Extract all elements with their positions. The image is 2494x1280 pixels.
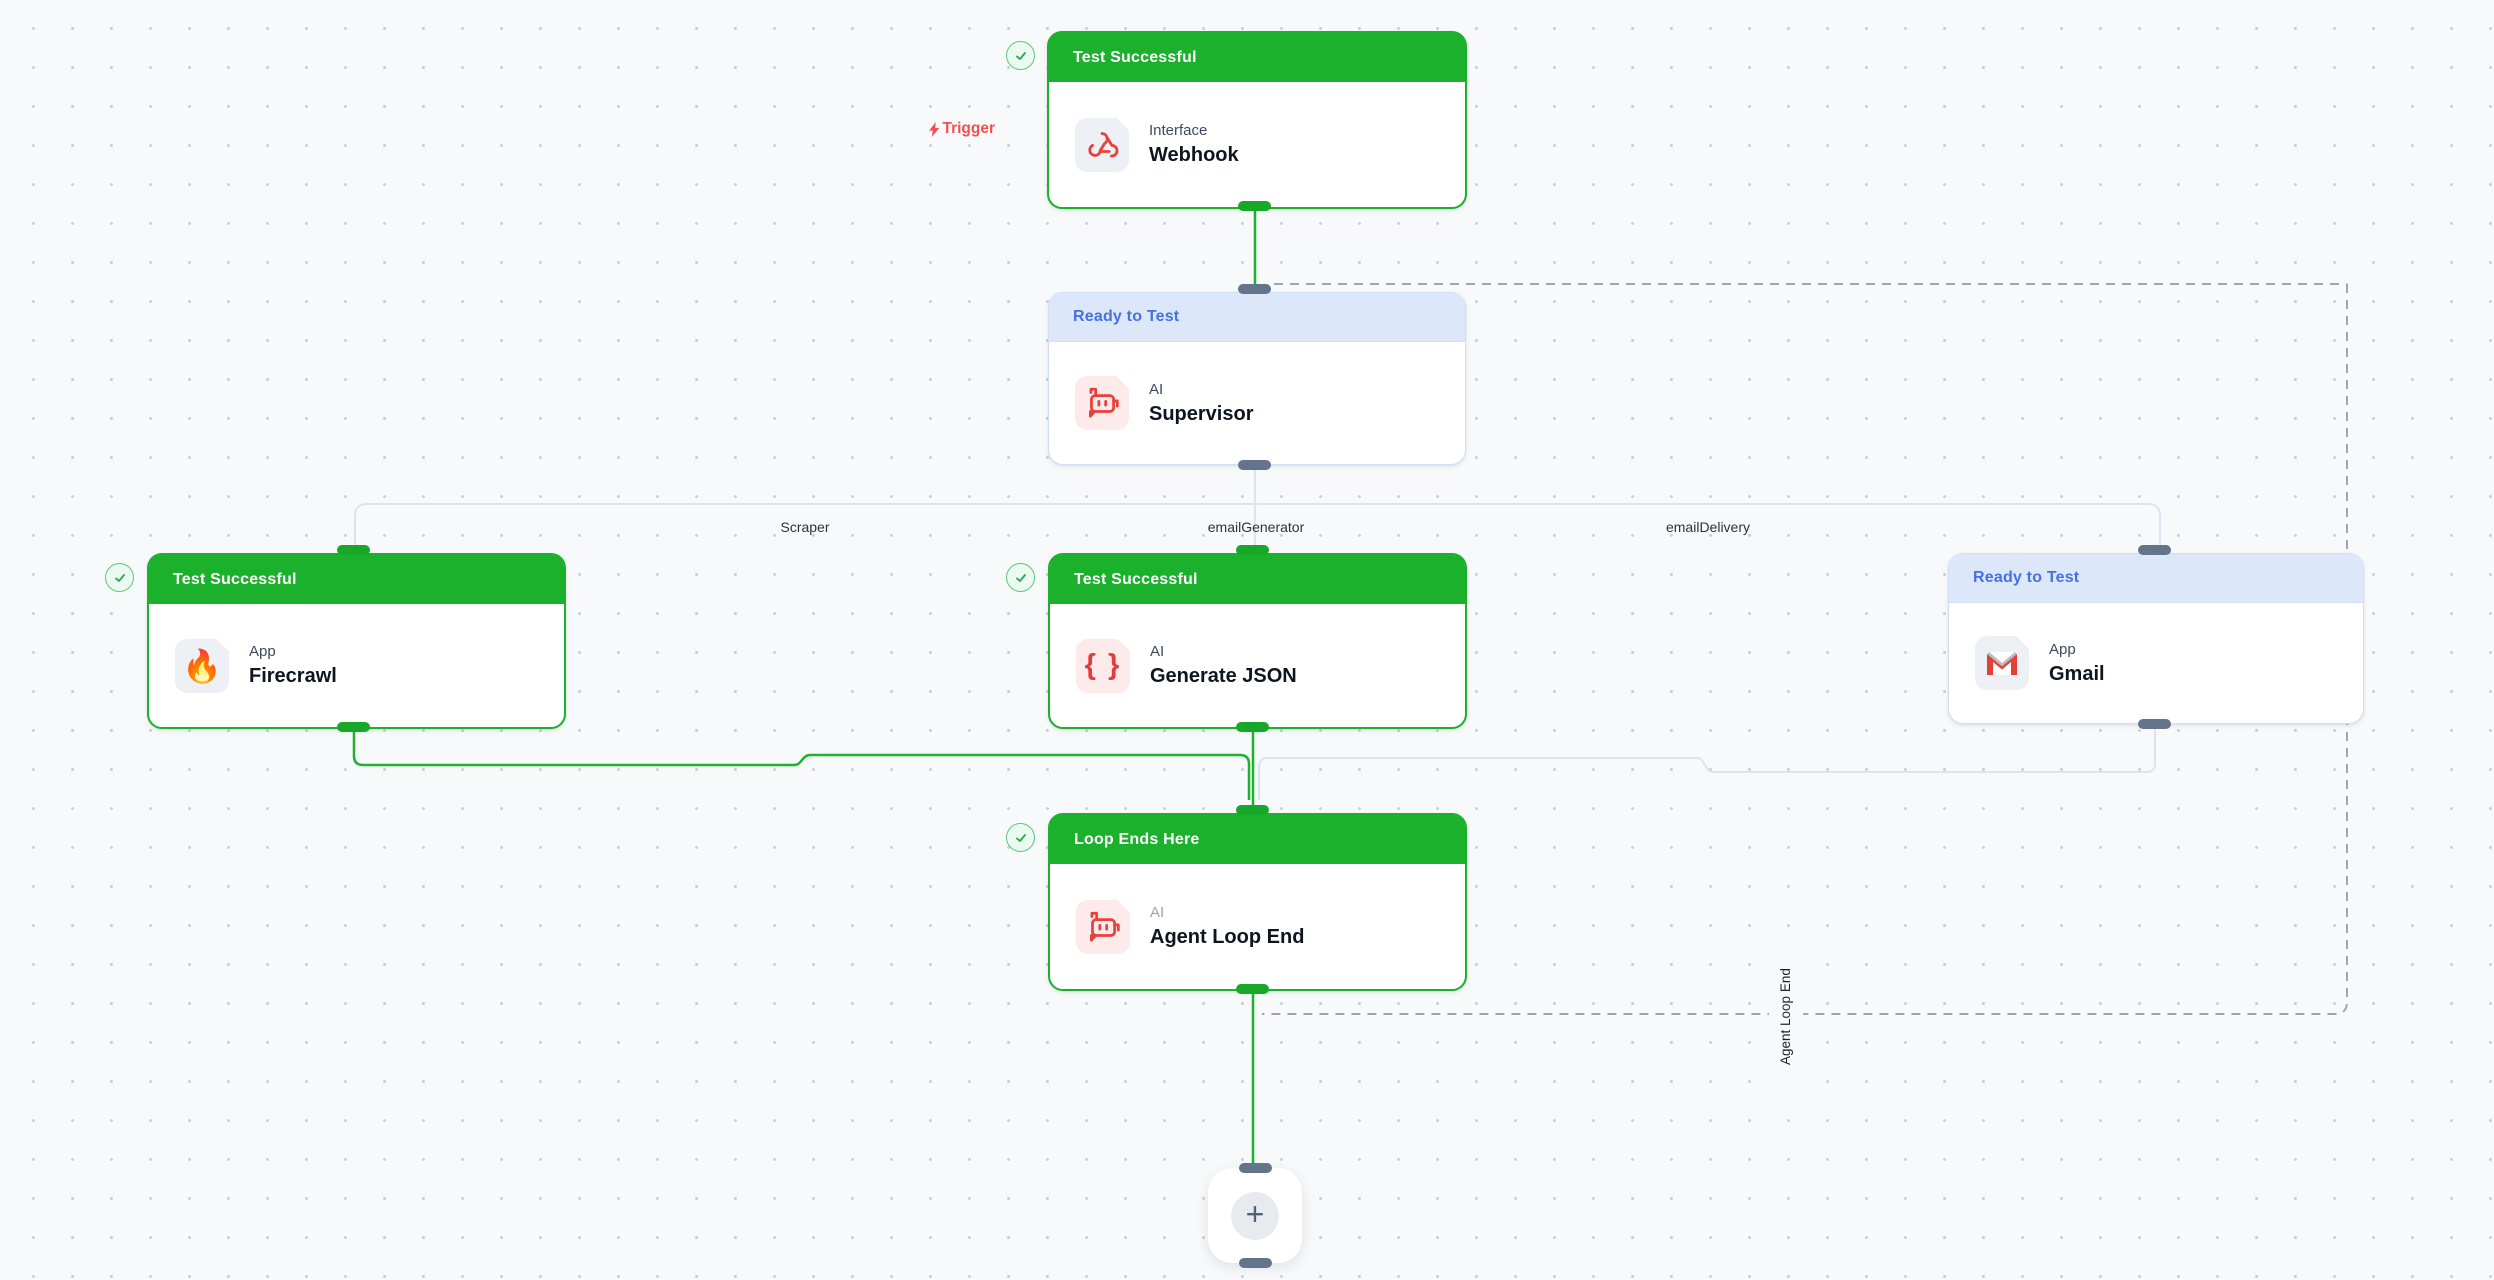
check-icon — [1015, 833, 1026, 842]
node-gmail[interactable]: Ready to Test App Gmail — [1948, 553, 2364, 724]
node-generate-json[interactable]: Test Successful { } AI Generate JSON — [1048, 553, 1467, 729]
agent-loop-end-boundary-label: Agent Loop End — [1769, 941, 1803, 1093]
node-kind-label: App — [249, 643, 276, 660]
node-supervisor[interactable]: Ready to Test AI Supervisor — [1048, 292, 1466, 465]
node-title: Agent Loop End — [1150, 926, 1305, 948]
plus-icon[interactable]: + — [1231, 1191, 1279, 1240]
add-node-output-handle[interactable] — [1239, 1258, 1272, 1268]
add-node-input-handle[interactable] — [1239, 1163, 1272, 1173]
firecrawl-input-handle[interactable] — [337, 545, 370, 555]
robot-icon — [1075, 376, 1129, 430]
robot-icon — [1076, 899, 1130, 954]
node-kind-label: AI — [1150, 643, 1165, 660]
agent-loop-end-input-handle[interactable] — [1236, 805, 1269, 815]
node-title: Generate JSON — [1150, 665, 1297, 687]
agent-loop-boundary — [1262, 283, 2348, 1015]
webhook-output-handle[interactable] — [1238, 201, 1271, 211]
branch-label-scraper: Scraper — [780, 519, 830, 535]
webhook-icon — [1075, 117, 1129, 172]
gmail-output-handle[interactable] — [2138, 719, 2171, 729]
node-kind-label: AI — [1149, 380, 1164, 398]
generate-json-output-handle[interactable] — [1236, 722, 1269, 732]
success-check-badge — [1006, 41, 1035, 70]
success-check-badge — [1006, 563, 1035, 592]
branch-label-email-generator: emailGenerator — [1207, 519, 1305, 535]
braces-icon: { } — [1076, 638, 1130, 693]
trigger-label: Trigger — [885, 120, 995, 138]
node-status-header: Ready to Test — [1949, 554, 2363, 603]
supervisor-output-handle[interactable] — [1238, 460, 1271, 470]
lightning-icon — [929, 121, 940, 137]
node-kind-label: AI — [1150, 904, 1165, 921]
node-agent-loop-end[interactable]: Loop Ends Here AI Agent Loop End — [1048, 813, 1467, 991]
check-icon — [114, 573, 125, 582]
node-kind-label: App — [2049, 640, 2076, 658]
node-title: Supervisor — [1149, 402, 1254, 425]
executed-edges — [352, 205, 1257, 1170]
node-kind-label: Interface — [1149, 122, 1208, 139]
agent-loop-end-output-handle[interactable] — [1236, 984, 1269, 994]
node-status-header: Test Successful — [1050, 555, 1465, 604]
gmail-input-handle[interactable] — [2138, 545, 2171, 555]
branch-tree-edges — [354, 470, 2161, 800]
node-title: Webhook — [1149, 144, 1239, 166]
check-icon — [1015, 51, 1026, 60]
success-check-badge — [1006, 823, 1035, 852]
node-status-header: Test Successful — [1049, 33, 1465, 82]
add-node-button[interactable]: + — [1208, 1168, 1302, 1263]
success-check-badge — [105, 563, 134, 592]
node-title: Gmail — [2049, 662, 2105, 685]
node-webhook[interactable]: Test Successful Interface Webhook — [1047, 31, 1467, 209]
branch-label-email-delivery: emailDelivery — [1665, 519, 1751, 535]
node-firecrawl[interactable]: Test Successful 🔥 App Firecrawl — [147, 553, 566, 729]
node-title: Firecrawl — [249, 665, 337, 687]
node-status-header: Loop Ends Here — [1050, 815, 1465, 864]
gmail-icon — [1975, 636, 2029, 690]
generate-json-input-handle[interactable] — [1236, 545, 1269, 555]
node-status-header: Ready to Test — [1049, 293, 1465, 342]
node-status-header: Test Successful — [149, 555, 564, 604]
check-icon — [1015, 573, 1026, 582]
supervisor-input-handle[interactable] — [1238, 284, 1271, 294]
fire-icon: 🔥 — [175, 638, 229, 693]
firecrawl-output-handle[interactable] — [337, 722, 370, 732]
